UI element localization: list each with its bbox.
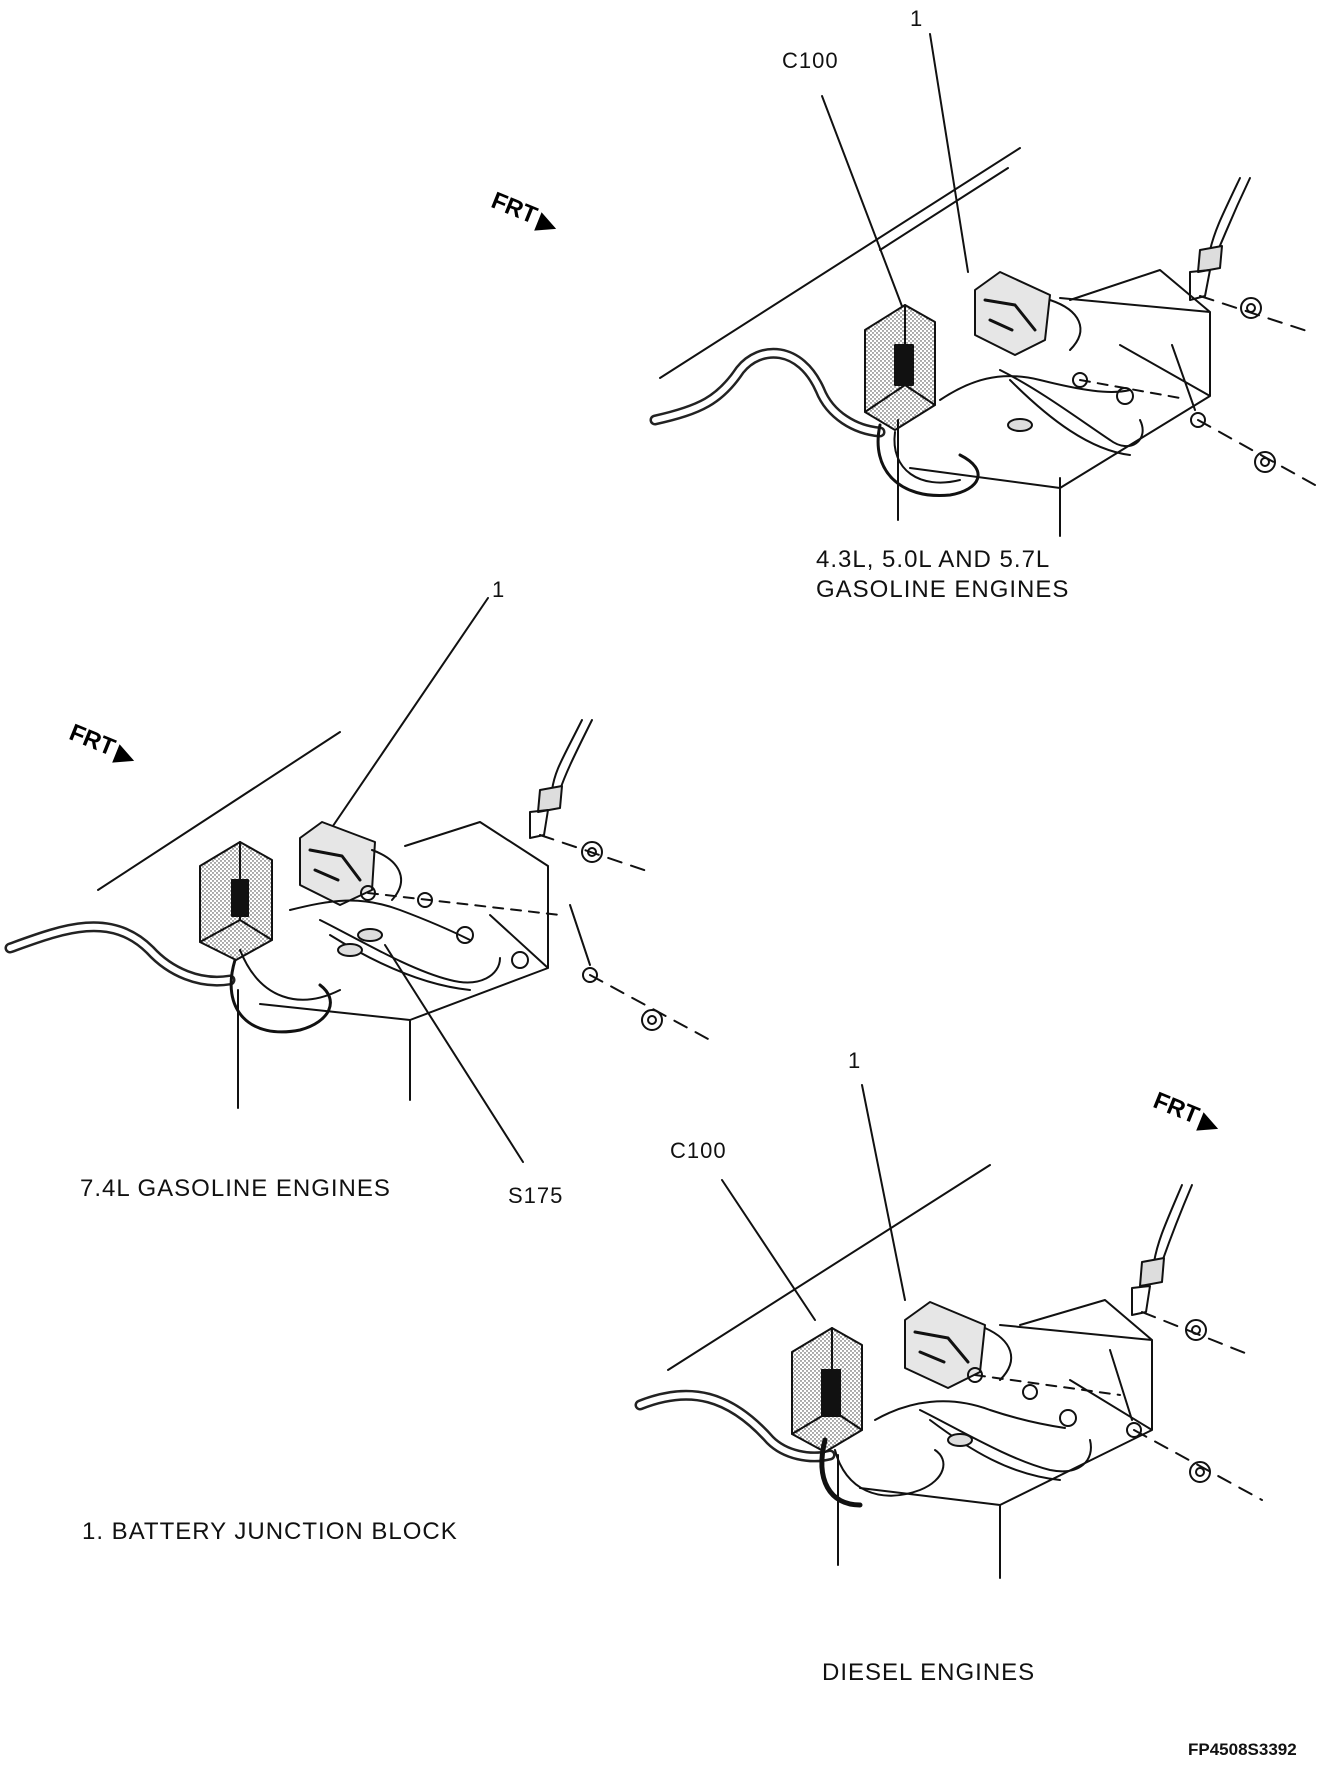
figure-id: FP4508S3392 xyxy=(1188,1740,1297,1759)
middle-leader-1 xyxy=(319,597,489,846)
bottom-connector-label: C100 xyxy=(670,1138,727,1163)
top-caption-line1: 4.3L, 5.0L AND 5.7L xyxy=(816,546,1051,573)
legend-item-1: 1. BATTERY JUNCTION BLOCK xyxy=(82,1518,458,1545)
top-callout-1: 1 xyxy=(910,6,924,31)
bottom-caption: DIESEL ENGINES xyxy=(822,1659,1036,1686)
middle-callout-1: 1 xyxy=(492,577,506,602)
middle-leader-s175 xyxy=(384,944,524,1163)
middle-splice-label: S175 xyxy=(508,1183,564,1208)
bottom-leader-c100 xyxy=(721,1179,816,1321)
top-connector-label: C100 xyxy=(782,48,839,73)
bottom-callout-1: 1 xyxy=(848,1048,862,1073)
top-leader-1 xyxy=(929,33,969,273)
top-caption-line2: GASOLINE ENGINES xyxy=(816,576,1070,603)
middle-assembly xyxy=(4,597,711,1163)
top-leader-c100 xyxy=(821,95,909,323)
bottom-assembly xyxy=(634,1084,1263,1579)
bottom-leader-1 xyxy=(861,1084,906,1301)
top-assembly xyxy=(649,33,1316,537)
middle-caption: 7.4L GASOLINE ENGINES xyxy=(80,1175,391,1202)
